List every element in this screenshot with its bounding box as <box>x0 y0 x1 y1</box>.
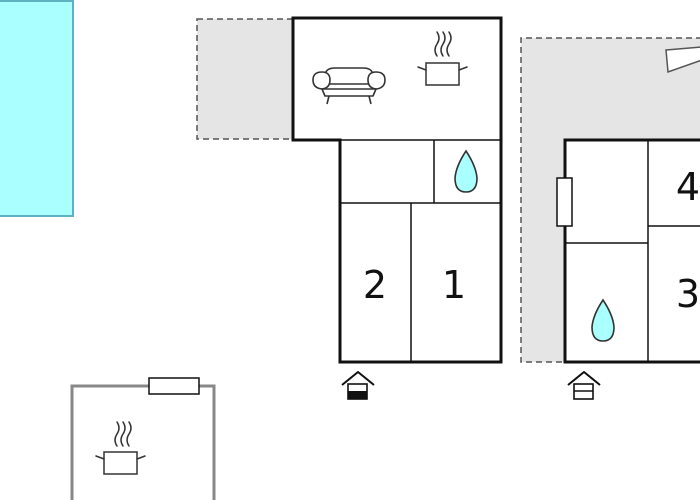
terrace-right <box>521 38 700 362</box>
room-label-3: 3 <box>676 272 700 316</box>
room-label-4: 4 <box>676 165 700 209</box>
room-label-1: 1 <box>442 263 466 307</box>
cooking-pot-icon <box>95 421 146 475</box>
pool <box>0 0 74 217</box>
water-drop-icon <box>454 149 478 193</box>
entrance-icon <box>341 371 375 400</box>
window <box>556 177 573 227</box>
entrance-icon <box>567 371 601 400</box>
terrace-right-outline <box>520 37 700 363</box>
terrace-left <box>196 18 294 140</box>
room-label-2: 2 <box>363 263 387 307</box>
cooking-pot-icon <box>417 31 468 86</box>
water-drop-icon <box>591 298 615 342</box>
direction-arrow-icon <box>665 46 700 74</box>
annex-building <box>70 377 216 500</box>
sofa-icon <box>312 67 386 105</box>
annex-window <box>148 377 200 395</box>
main-building <box>291 16 503 364</box>
